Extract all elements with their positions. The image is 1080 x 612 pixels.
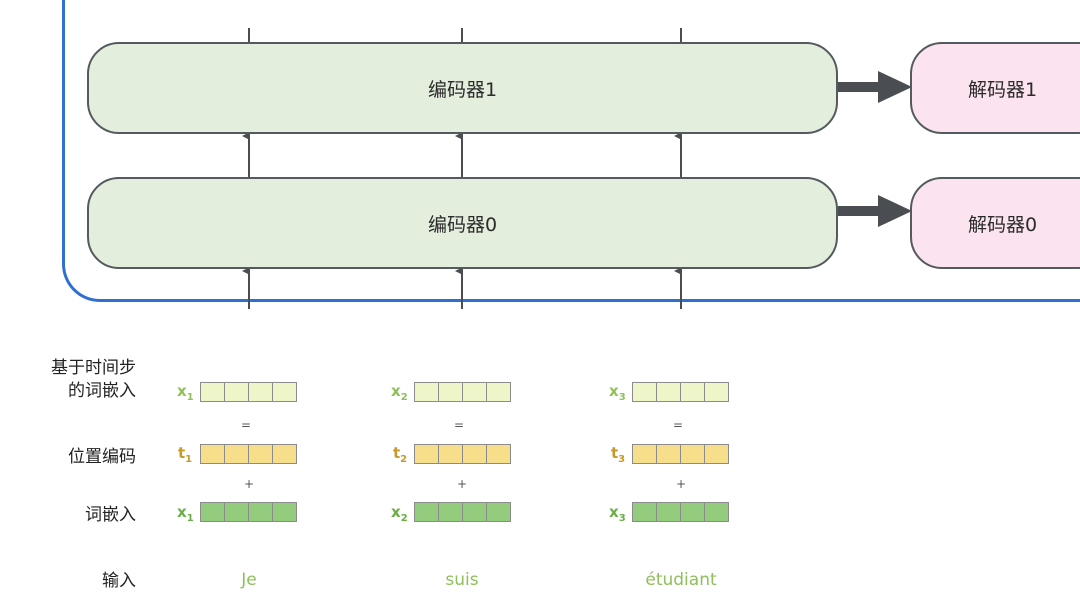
vector-time-embedding-2 <box>414 382 511 402</box>
input-word-2: suis <box>445 570 479 590</box>
vector-embedding-2 <box>414 502 511 522</box>
label-x2-embedding: x2 <box>391 503 408 524</box>
label-x1-embedding: x1 <box>177 503 194 524</box>
plus-sign-3: + <box>675 477 687 491</box>
label-x3-time: x3 <box>609 382 626 403</box>
arrow-enc0-dec0 <box>838 195 912 227</box>
vector-time-embedding-1 <box>200 382 297 402</box>
equals-sign-3: = <box>672 418 684 432</box>
row-label-time-embedding-line2: 的词嵌入 <box>68 381 136 401</box>
vector-embedding-3 <box>632 502 729 522</box>
vector-embedding-1 <box>200 502 297 522</box>
arrow-enc1-dec1 <box>838 71 912 103</box>
equals-sign-2: = <box>453 418 465 432</box>
encoder-1-label: 编码器1 <box>427 78 498 101</box>
encoder-stack-frame <box>62 0 1080 302</box>
input-word-3: étudiant <box>645 570 717 590</box>
vector-positional-1 <box>200 444 297 464</box>
label-x2-time: x2 <box>391 382 408 403</box>
label-x3-embedding: x3 <box>609 503 626 524</box>
label-t2: t2 <box>393 444 408 465</box>
input-word-1: Je <box>241 570 257 590</box>
encoder-0: 编码器0 <box>87 177 838 269</box>
plus-sign-2: + <box>456 477 468 491</box>
vector-positional-3 <box>632 444 729 464</box>
row-label-input: 输入 <box>102 571 136 591</box>
label-t3: t3 <box>611 444 626 465</box>
decoder-1-label: 解码器1 <box>968 78 1038 101</box>
row-label-positional: 位置编码 <box>68 447 136 467</box>
plus-sign-1: + <box>243 477 255 491</box>
row-label-time-embedding: 基于时间步 的词嵌入 <box>51 357 136 403</box>
decoder-0-label: 解码器0 <box>968 213 1038 236</box>
decoder-0: 解码器0 <box>910 177 1080 269</box>
row-label-embedding: 词嵌入 <box>85 505 136 525</box>
label-t1: t1 <box>178 444 193 465</box>
row-label-time-embedding-line1: 基于时间步 <box>51 358 136 378</box>
equals-sign-1: = <box>240 418 252 432</box>
vector-positional-2 <box>414 444 511 464</box>
encoder-1: 编码器1 <box>87 42 838 134</box>
label-x1-time: x1 <box>177 382 194 403</box>
decoder-1: 解码器1 <box>910 42 1080 134</box>
encoder-0-label: 编码器0 <box>427 213 498 236</box>
vector-time-embedding-3 <box>632 382 729 402</box>
